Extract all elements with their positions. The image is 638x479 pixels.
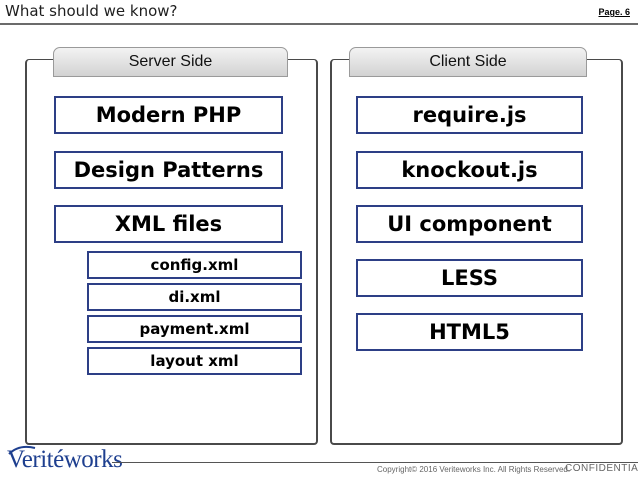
veriteworks-logo: Veritéworks [7,445,123,474]
confidential-label: CONFIDENTIAL [565,463,638,474]
server-item-design-patterns: Design Patterns [54,151,283,189]
client-item-requirejs: require.js [356,96,583,134]
copyright-text: Copyright© 2016 Veriteworks Inc. All Rig… [377,465,571,474]
footer-divider [112,462,638,463]
server-item-modern-php: Modern PHP [54,96,283,134]
page-number: Page. 6 [598,7,630,17]
client-item-html5: HTML5 [356,313,583,351]
slide-title: What should we know? [5,2,178,20]
logo-swoosh-icon [8,445,36,455]
client-item-ui-component: UI component [356,205,583,243]
xml-file-payment: payment.xml [87,315,302,343]
xml-file-layout: layout xml [87,347,302,375]
client-item-less: LESS [356,259,583,297]
xml-file-config: config.xml [87,251,302,279]
server-side-heading: Server Side [53,47,288,77]
xml-file-di: di.xml [87,283,302,311]
header-divider [0,23,638,25]
server-item-xml-files: XML files [54,205,283,243]
client-side-heading: Client Side [349,47,587,77]
logo-text: Veritéworks [7,446,123,473]
client-item-knockoutjs: knockout.js [356,151,583,189]
